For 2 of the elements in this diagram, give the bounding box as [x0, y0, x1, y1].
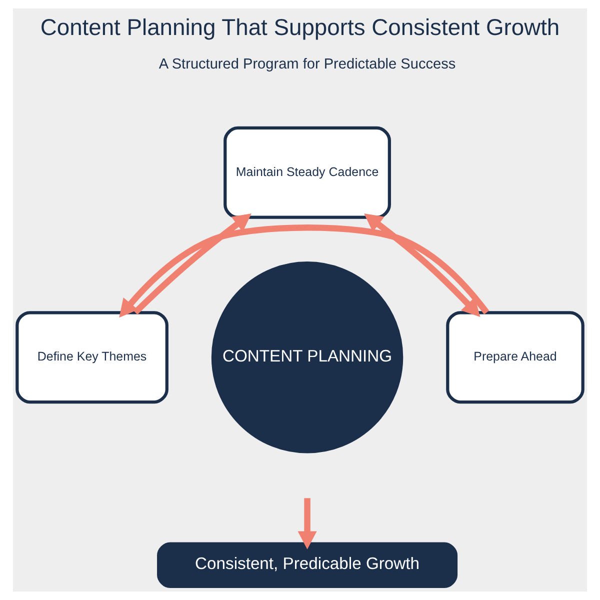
- diagram-title: Content Planning That Supports Consistent Growth: [40, 14, 560, 40]
- label: A Structured Program for Predictable Success: [158, 56, 456, 72]
